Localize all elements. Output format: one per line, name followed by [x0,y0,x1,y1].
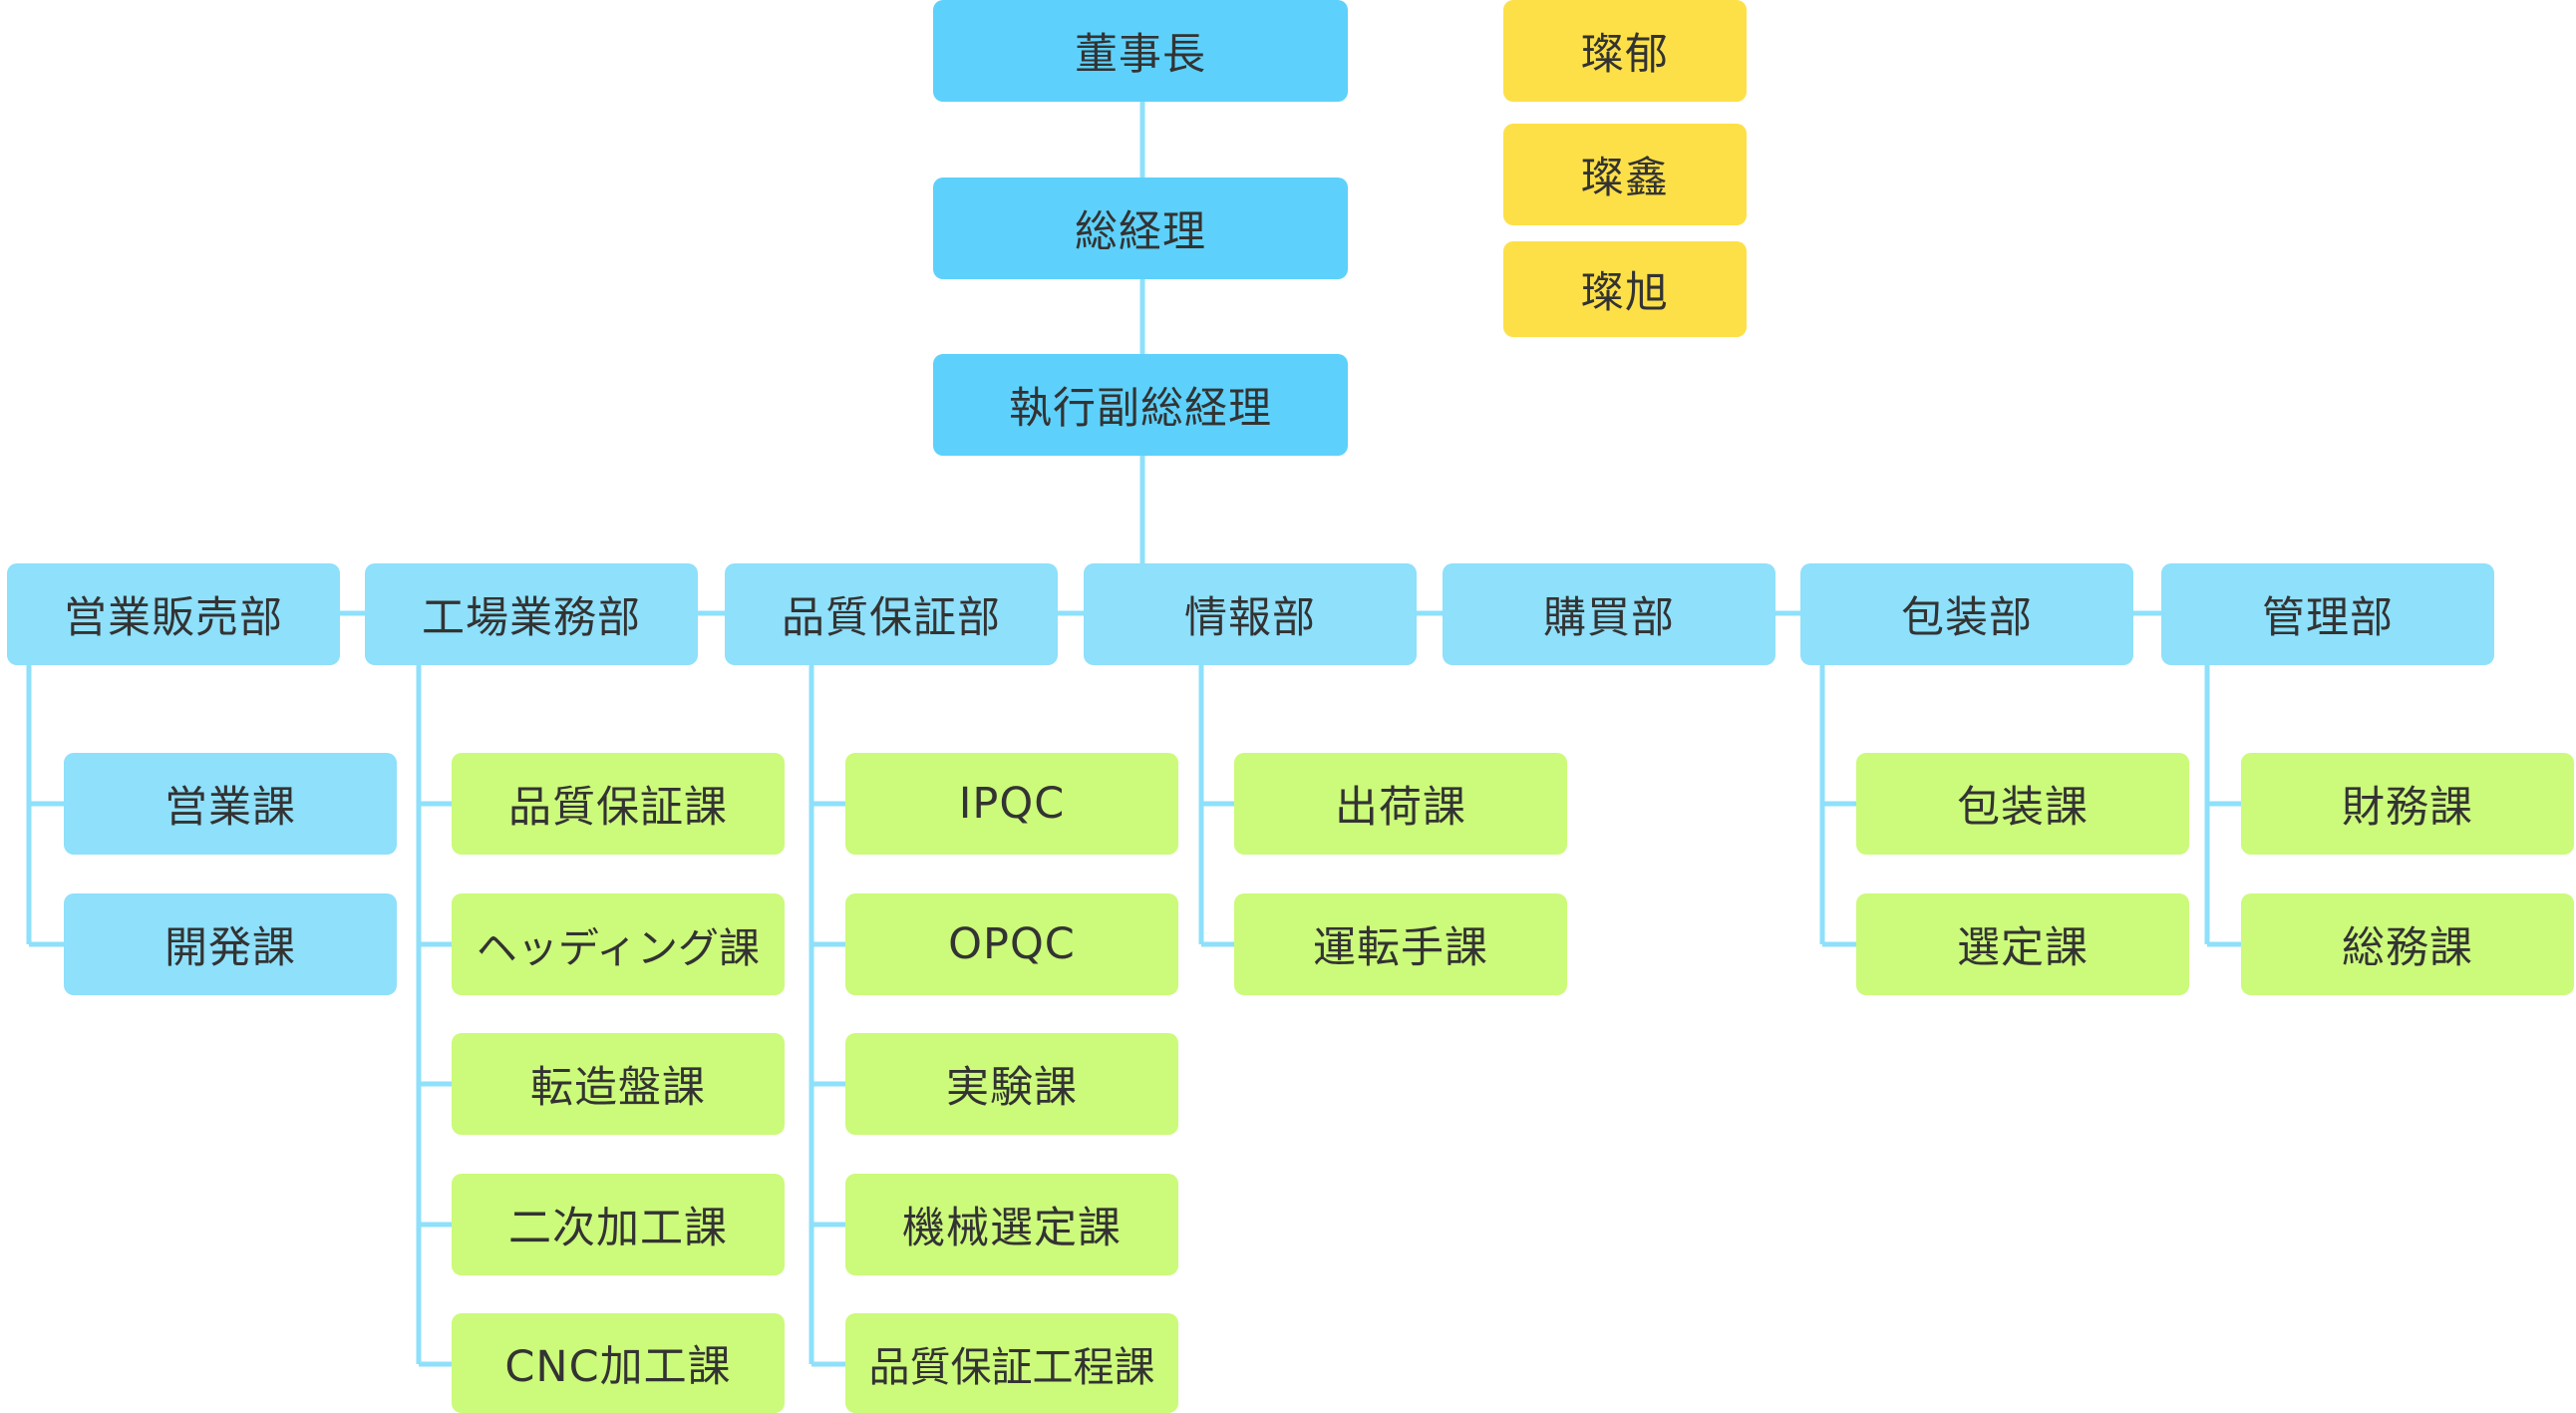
department-information: 情報部 [1084,563,1417,665]
department-purchasing: 購買部 [1443,563,1775,665]
department-label: 品質保証部 [782,593,1001,643]
section-label: 包装課 [1957,783,2089,833]
section-label: 機械選定課 [902,1204,1122,1253]
section-label: 品質保証課 [508,783,728,833]
department-label: 購買部 [1543,593,1675,643]
affiliate-label: 璨郁 [1581,30,1669,80]
section-box: 機械選定課 [845,1174,1178,1275]
section-label: 二次加工課 [508,1204,728,1253]
section-box: 開発課 [64,893,397,995]
section-label: 転造盤課 [530,1063,706,1113]
chairman-box: 董事長 [933,0,1348,102]
section-label: 営業課 [164,783,296,833]
department-label: 工場業務部 [422,593,641,643]
section-label: 実験課 [946,1063,1078,1113]
section-box: 実験課 [845,1033,1178,1135]
section-label: ヘッディング課 [476,924,761,972]
section-label: CNC加工課 [504,1342,732,1392]
department-quality-assurance: 品質保証部 [725,563,1058,665]
affiliate-box-2: 璨鑫 [1503,124,1747,225]
affiliate-label: 璨鑫 [1581,154,1669,203]
section-box: CNC加工課 [452,1313,785,1413]
general-manager-box: 総経理 [933,177,1348,279]
section-box: 財務課 [2241,753,2574,855]
affiliate-label: 璨旭 [1581,268,1669,318]
section-label: 品質保証工程課 [868,1343,1155,1391]
department-factory-operations: 工場業務部 [365,563,698,665]
section-label: 運転手課 [1313,923,1488,973]
section-box: 二次加工課 [452,1174,785,1275]
affiliate-box-1: 璨郁 [1503,0,1747,102]
section-box: OPQC [845,893,1178,995]
executive-vice-gm-label: 執行副総経理 [1009,384,1272,434]
chairman-label: 董事長 [1075,30,1206,80]
department-label: 包装部 [1901,593,2033,643]
section-box: 出荷課 [1234,753,1567,855]
affiliate-box-3: 璨旭 [1503,241,1747,337]
section-box: IPQC [845,753,1178,855]
section-box: 運転手課 [1234,893,1567,995]
section-box: 包装課 [1856,753,2189,855]
section-label: 総務課 [2342,923,2473,973]
general-manager-label: 総経理 [1075,207,1206,257]
section-box: 品質保証課 [452,753,785,855]
department-label: 情報部 [1184,593,1316,643]
section-label: IPQC [958,779,1066,829]
section-label: OPQC [948,919,1076,969]
section-label: 財務課 [2342,783,2473,833]
department-label: 営業販売部 [64,593,283,643]
section-box: 総務課 [2241,893,2574,995]
section-label: 選定課 [1957,923,2089,973]
section-box: ヘッディング課 [452,893,785,995]
section-box: 選定課 [1856,893,2189,995]
department-sales: 営業販売部 [7,563,340,665]
department-administration: 管理部 [2161,563,2494,665]
section-box: 品質保証工程課 [845,1313,1178,1413]
department-packaging: 包装部 [1800,563,2133,665]
section-box: 転造盤課 [452,1033,785,1135]
department-label: 管理部 [2262,593,2394,643]
section-label: 出荷課 [1335,783,1466,833]
section-box: 営業課 [64,753,397,855]
executive-vice-gm-box: 執行副総経理 [933,354,1348,456]
section-label: 開発課 [164,923,296,973]
